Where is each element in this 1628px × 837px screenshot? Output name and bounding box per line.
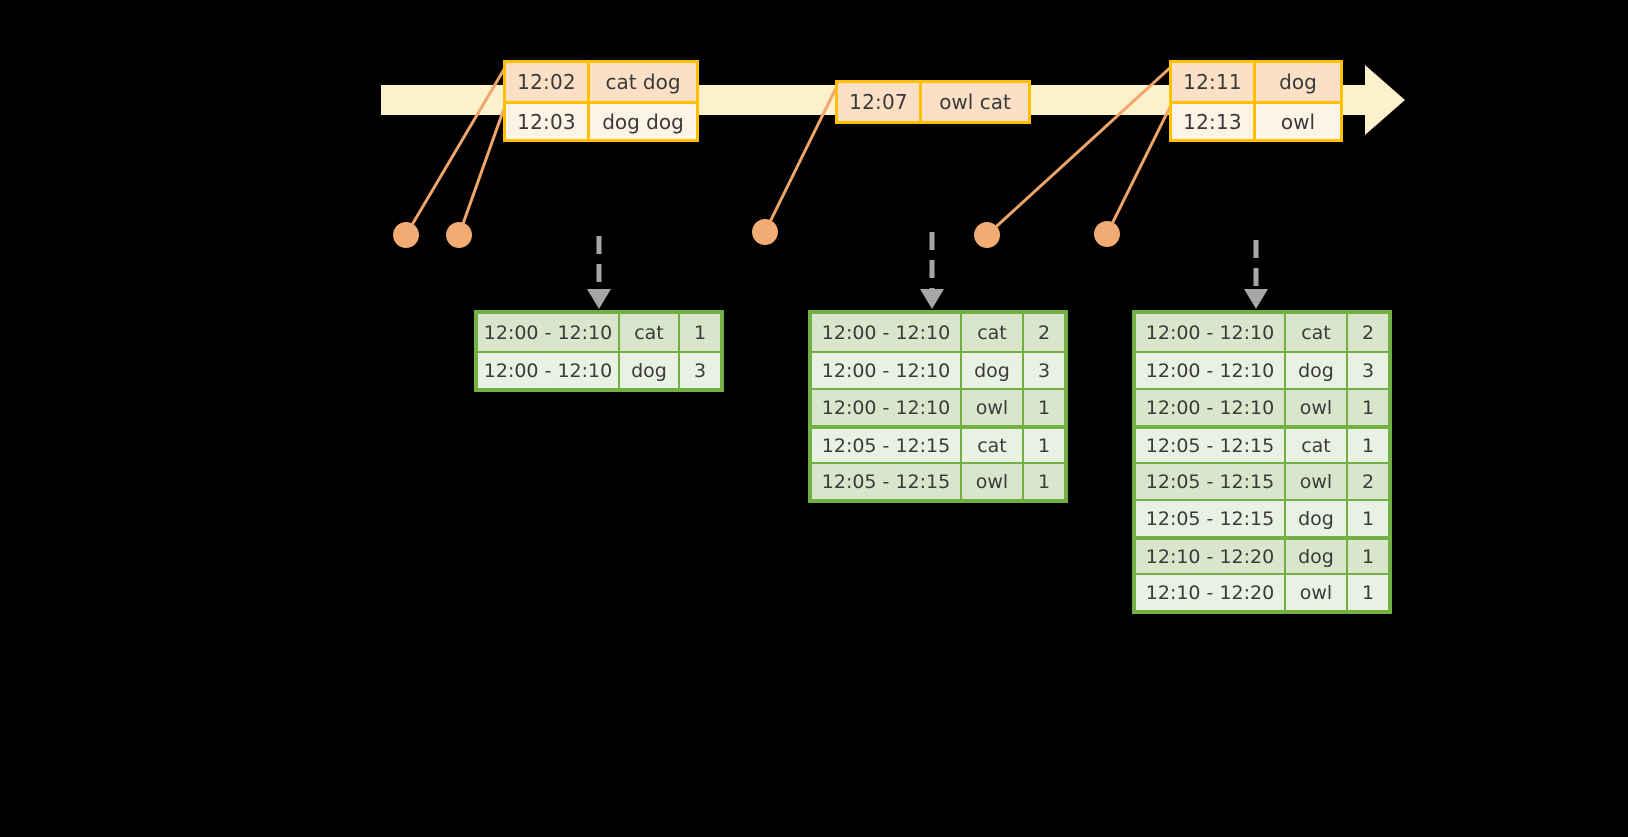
table-row[interactable]: 12:00 - 12:10 dog 3 [812, 351, 1064, 388]
event-words: cat dog [605, 70, 681, 94]
cell-word: cat [1284, 314, 1346, 351]
table-row[interactable]: 12:10 - 12:20 dog 1 [1136, 536, 1388, 573]
cell-window: 12:00 - 12:10 [1136, 314, 1284, 351]
cell-window: 12:05 - 12:15 [1136, 501, 1284, 536]
cell-count: 2 [1346, 464, 1388, 499]
event-row[interactable]: 12:02 cat dog [506, 63, 696, 101]
cell-window: 12:00 - 12:10 [812, 314, 960, 351]
cell-word: dog [1284, 540, 1346, 573]
window-counts-table-1[interactable]: 12:00 - 12:10 cat 1 12:00 - 12:10 dog 3 [474, 310, 724, 392]
table-row[interactable]: 12:00 - 12:10 cat 1 [478, 314, 720, 351]
event-words: dog dog [602, 109, 684, 134]
cell-word: owl [960, 390, 1022, 425]
table-row[interactable]: 12:00 - 12:10 owl 1 [1136, 388, 1388, 425]
cell-word: cat [618, 314, 678, 351]
cell-word: dog [960, 353, 1022, 388]
event-words: owl [1280, 109, 1316, 134]
cell-window: 12:00 - 12:10 [812, 390, 960, 425]
cell-word: dog [618, 353, 678, 388]
cell-word: dog [1284, 353, 1346, 388]
event-box-1[interactable]: 12:02 cat dog 12:03 dog dog [503, 60, 699, 142]
table-row[interactable]: 12:00 - 12:10 cat 2 [1136, 314, 1388, 351]
dot-1 [393, 222, 419, 248]
table-row[interactable]: 12:05 - 12:15 cat 1 [1136, 425, 1388, 462]
cell-count: 1 [1346, 390, 1388, 425]
cell-word: owl [1284, 575, 1346, 610]
cell-count: 1 [1022, 390, 1064, 425]
table-row[interactable]: 12:05 - 12:15 owl 1 [812, 462, 1064, 499]
cell-window: 12:10 - 12:20 [1136, 575, 1284, 610]
cell-window: 12:05 - 12:15 [812, 464, 960, 499]
event-time: 12:03 [506, 104, 590, 139]
table-row[interactable]: 12:00 - 12:10 dog 3 [478, 351, 720, 388]
table-row[interactable]: 12:00 - 12:10 dog 3 [1136, 351, 1388, 388]
cell-count: 2 [1022, 314, 1064, 351]
emit-arrowheads [587, 289, 1268, 309]
event-time: 12:13 [1172, 104, 1256, 139]
cell-window: 12:00 - 12:10 [1136, 390, 1284, 425]
event-row[interactable]: 12:03 dog dog [506, 101, 696, 139]
event-box-2[interactable]: 12:07 owl cat [835, 80, 1031, 124]
cell-word: owl [960, 464, 1022, 499]
cell-count: 1 [1022, 464, 1064, 499]
cell-word: cat [960, 429, 1022, 462]
cell-count: 1 [1346, 540, 1388, 573]
event-words: dog [1279, 70, 1317, 94]
cell-word: owl [1284, 390, 1346, 425]
cell-count: 1 [1346, 501, 1388, 536]
cell-window: 12:05 - 12:15 [1136, 429, 1284, 462]
dot-4 [974, 222, 1000, 248]
cell-count: 3 [678, 353, 720, 388]
emit-arrows [596, 232, 1259, 290]
cell-window: 12:00 - 12:10 [478, 314, 618, 351]
event-dots [393, 219, 1120, 248]
window-counts-table-2[interactable]: 12:00 - 12:10 cat 2 12:00 - 12:10 dog 3 … [808, 310, 1068, 503]
cell-word: owl [1284, 464, 1346, 499]
event-row[interactable]: 12:11 dog [1172, 63, 1340, 101]
cell-window: 12:00 - 12:10 [1136, 353, 1284, 388]
dot-2 [446, 222, 472, 248]
dot-3 [752, 219, 778, 245]
cell-count: 1 [1346, 429, 1388, 462]
event-time: 12:07 [838, 83, 922, 121]
cell-window: 12:05 - 12:15 [812, 429, 960, 462]
cell-word: cat [1284, 429, 1346, 462]
dot-5 [1094, 221, 1120, 247]
event-row[interactable]: 12:13 owl [1172, 101, 1340, 139]
table-row[interactable]: 12:05 - 12:15 cat 1 [812, 425, 1064, 462]
table-row[interactable]: 12:00 - 12:10 cat 2 [812, 314, 1064, 351]
event-time: 12:02 [506, 63, 590, 101]
table-row[interactable]: 12:10 - 12:20 owl 1 [1136, 573, 1388, 610]
cell-word: cat [960, 314, 1022, 351]
cell-count: 2 [1346, 314, 1388, 351]
cell-count: 3 [1022, 353, 1064, 388]
window-counts-table-3[interactable]: 12:00 - 12:10 cat 2 12:00 - 12:10 dog 3 … [1132, 310, 1392, 614]
table-row[interactable]: 12:05 - 12:15 dog 1 [1136, 499, 1388, 536]
event-words: owl cat [939, 90, 1011, 114]
cell-count: 1 [678, 314, 720, 351]
event-box-3[interactable]: 12:11 dog 12:13 owl [1169, 60, 1343, 142]
cell-window: 12:05 - 12:15 [1136, 464, 1284, 499]
table-row[interactable]: 12:05 - 12:15 owl 2 [1136, 462, 1388, 499]
cell-word: dog [1284, 501, 1346, 536]
cell-count: 1 [1022, 429, 1064, 462]
cell-count: 1 [1346, 575, 1388, 610]
cell-window: 12:10 - 12:20 [1136, 540, 1284, 573]
event-row[interactable]: 12:07 owl cat [838, 83, 1028, 121]
cell-count: 3 [1346, 353, 1388, 388]
event-time: 12:11 [1172, 63, 1256, 101]
table-row[interactable]: 12:00 - 12:10 owl 1 [812, 388, 1064, 425]
cell-window: 12:00 - 12:10 [478, 353, 618, 388]
cell-window: 12:00 - 12:10 [812, 353, 960, 388]
